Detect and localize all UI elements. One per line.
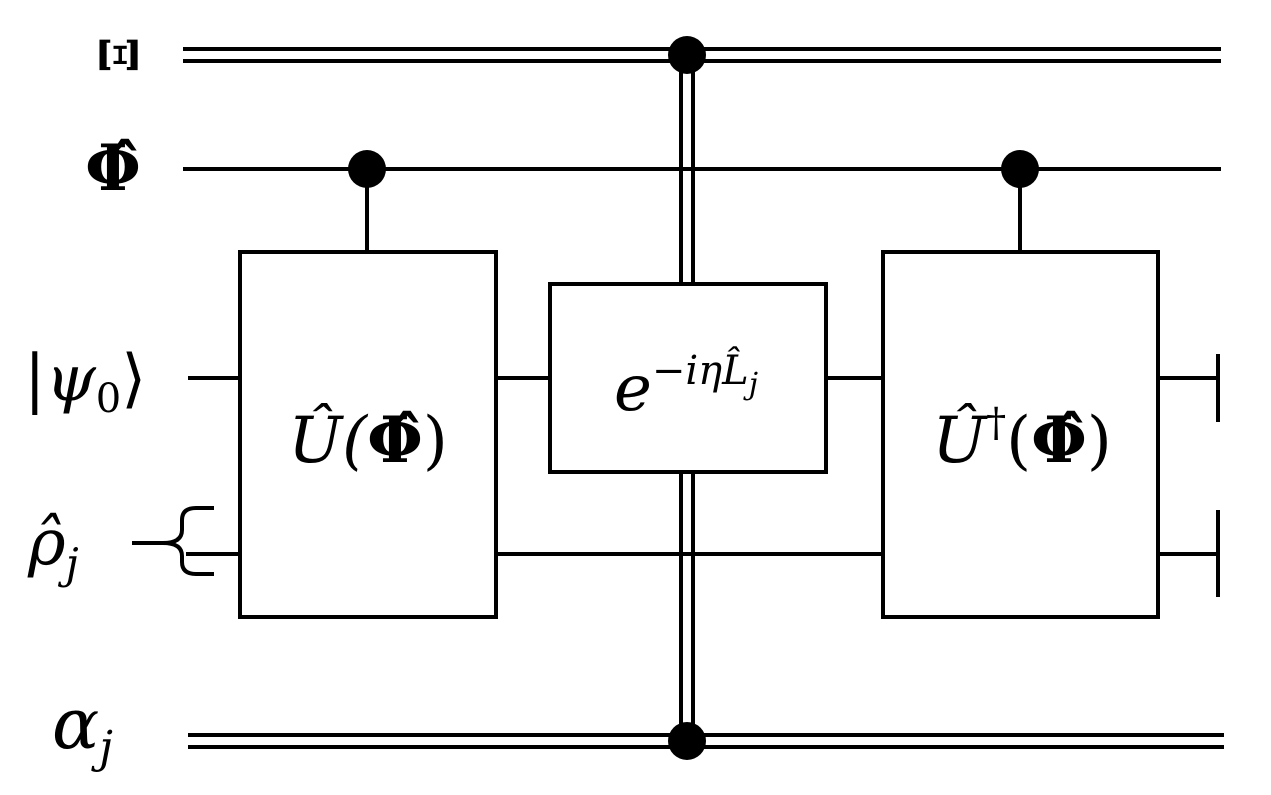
psi-label-subscript: 0 <box>96 376 121 422</box>
alpha-wire-label: αj <box>52 683 113 773</box>
u-gate-operator: Û( <box>288 403 369 478</box>
u-gate-close: ) <box>423 404 448 478</box>
u-gate-argument: Φ̂ <box>367 403 423 478</box>
udag-gate-label: Û†(Φ̂) <box>932 400 1112 478</box>
classical-control-line-top <box>679 55 695 284</box>
alpha-label-main: α <box>52 683 99 765</box>
udag-gate-argument: Φ̂ <box>1031 403 1087 478</box>
alpha-wire <box>188 733 1224 749</box>
udag-gate-box <box>881 250 1160 619</box>
xi-wire-label: Ξ <box>87 37 148 74</box>
alpha-control-dot <box>668 722 706 760</box>
udag-gate-open: ( <box>1006 404 1031 478</box>
u-gate-box <box>238 250 498 619</box>
psi-wire-label: |ψ0⟩ <box>24 342 146 422</box>
rho-label-main: ρ̂ <box>27 506 66 580</box>
exp-gate-base: e <box>614 352 652 426</box>
exp-gate-exponent: −iηL̂ <box>652 348 749 394</box>
udag-gate-close: ) <box>1087 404 1112 478</box>
udag-gate-operator: Û <box>932 403 988 478</box>
exp-gate-label: e−iηL̂j <box>614 348 758 426</box>
xi-control-dot <box>668 36 706 74</box>
rho-wire-label: ρ̂j <box>27 506 79 588</box>
phi-control-dot-udag <box>1001 150 1039 188</box>
rho-register-brace <box>132 506 214 576</box>
u-gate-label: Û(Φ̂) <box>288 403 448 478</box>
udag-gate-dagger: † <box>986 400 1006 446</box>
phi-control-dot-u <box>348 150 386 188</box>
phi-wire-label: Φ̂ <box>85 131 141 206</box>
psi-label-main: |ψ <box>24 342 97 416</box>
classical-control-line-bottom <box>679 472 695 741</box>
exp-gate-box <box>548 282 828 474</box>
psi-label-ket: ⟩ <box>121 342 146 416</box>
